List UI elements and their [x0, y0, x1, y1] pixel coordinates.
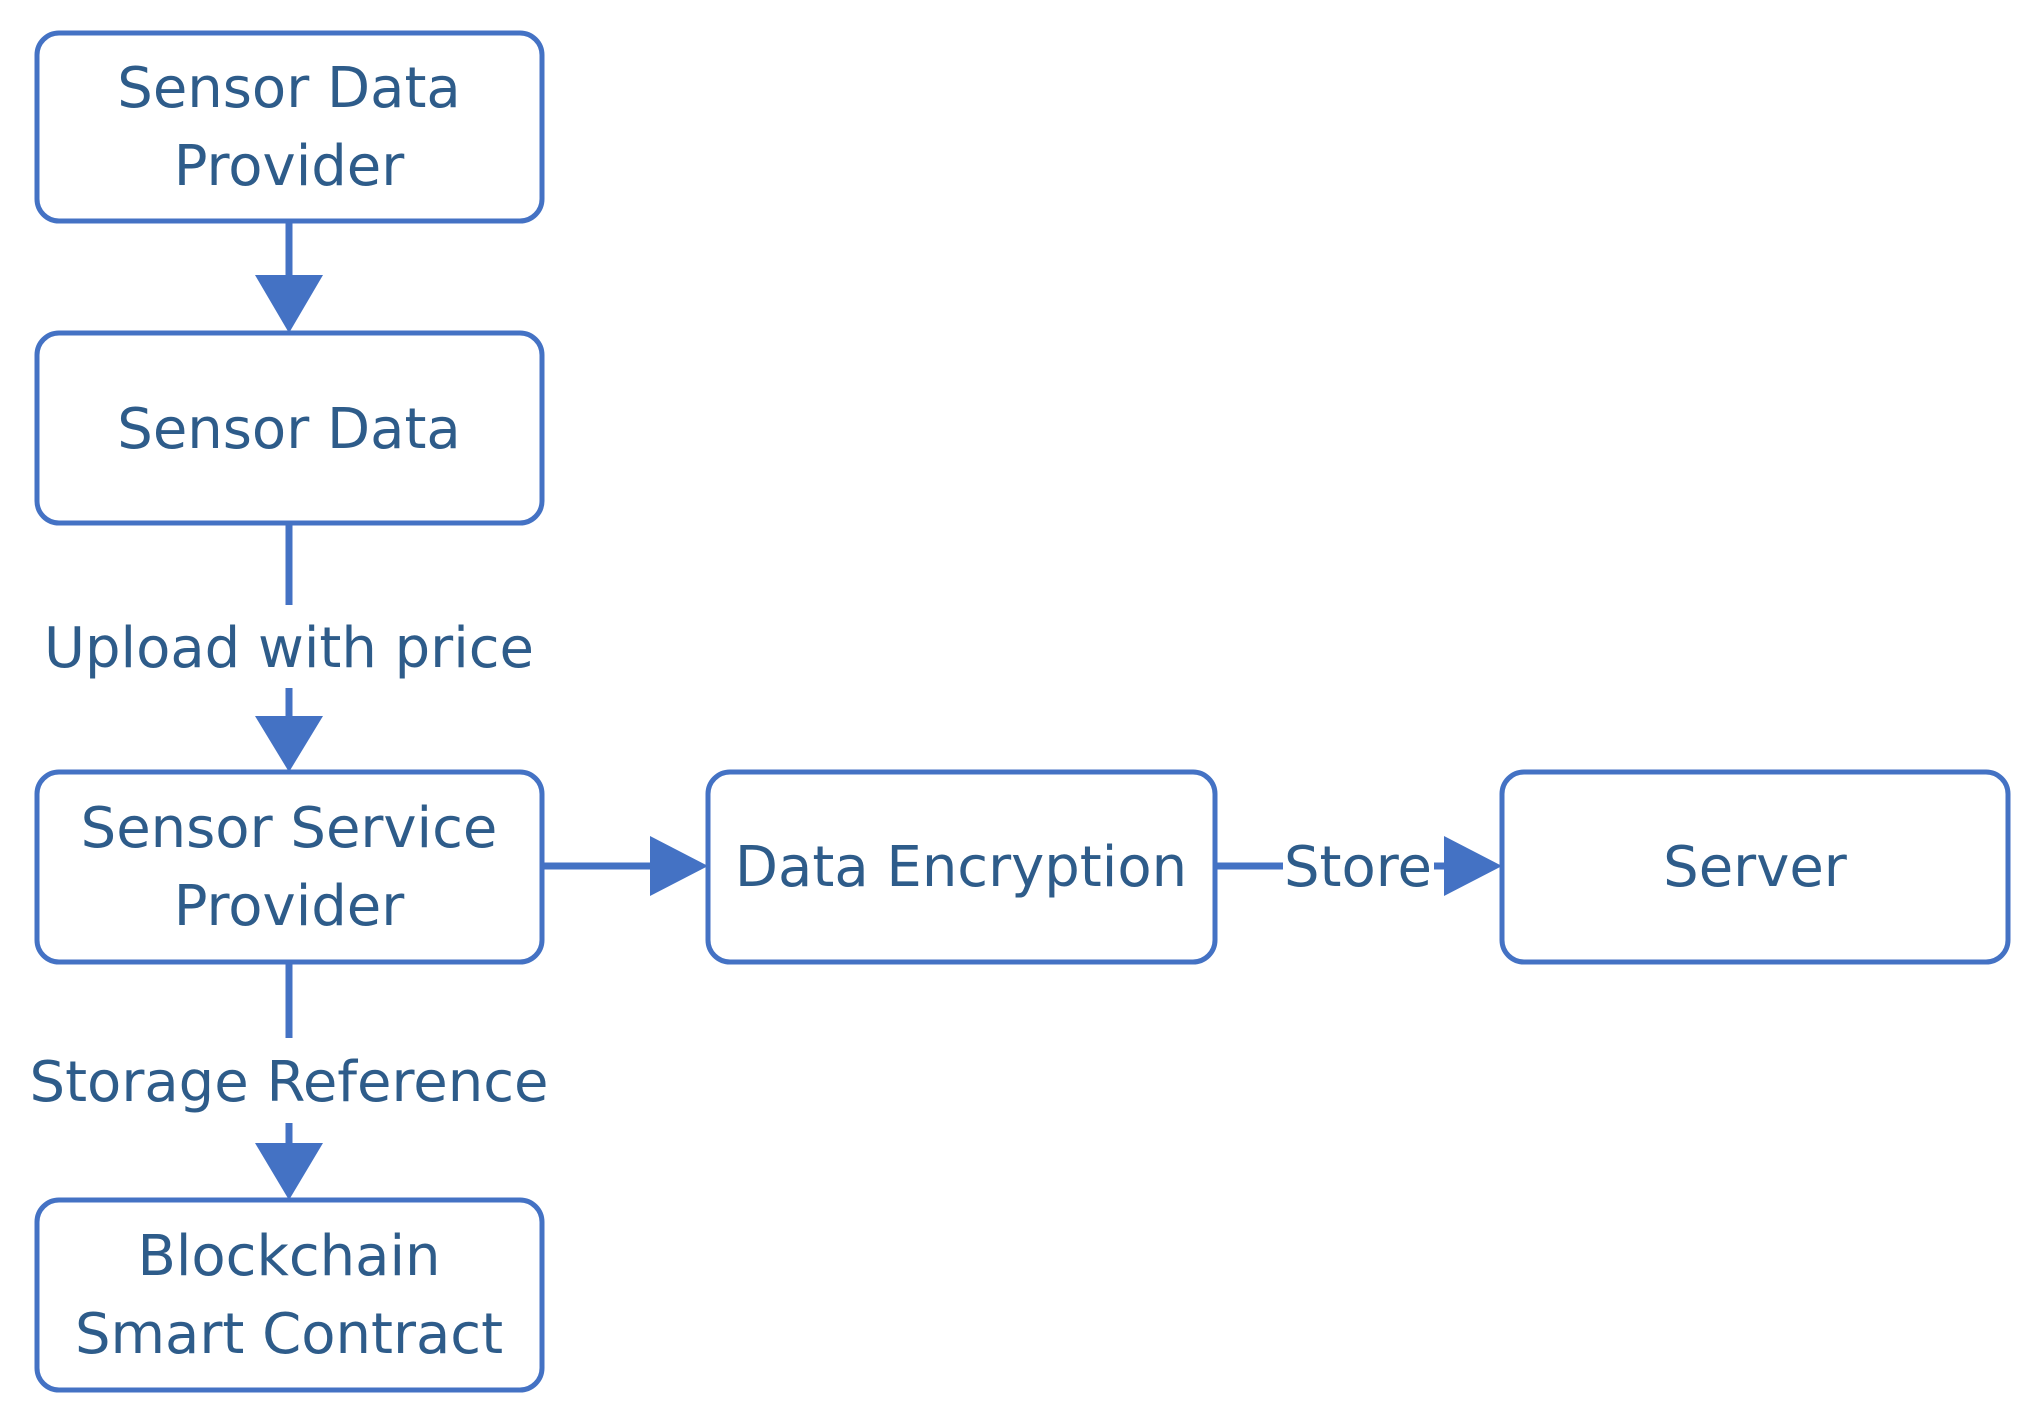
arrowhead-down-icon: [255, 275, 323, 333]
node-label-line-2: Provider: [174, 874, 406, 939]
node-sensor-data: Sensor Data: [34, 330, 545, 526]
node-label-line-2: Smart Contract: [75, 1302, 503, 1367]
arrowhead-right-icon: [650, 836, 708, 896]
arrowhead-down-icon: [255, 1143, 323, 1200]
node-server: Server: [1499, 769, 2011, 965]
node-sensor-service-provider: Sensor Service Provider: [34, 769, 545, 965]
node-sensor-data-provider: Sensor Data Provider: [34, 30, 545, 224]
node-label-line-1: Sensor Service: [81, 796, 498, 861]
edge-provider-to-encryption: [542, 836, 708, 896]
node-label-line-1: Blockchain: [137, 1224, 440, 1289]
node-label-line-1: Sensor Data: [117, 56, 460, 121]
edge-storage-reference: Storage Reference: [30, 962, 549, 1200]
arrowhead-right-icon: [1444, 836, 1502, 896]
edge-label-upload: Upload with price: [44, 616, 534, 681]
edge-label-store: Store: [1284, 835, 1432, 900]
node-label: Data Encryption: [735, 835, 1187, 900]
edge-label-storage-reference: Storage Reference: [30, 1050, 549, 1115]
node-label-line-2: Provider: [174, 134, 406, 199]
edge-store: Store: [1215, 835, 1502, 900]
edge-provider-to-sensor-data: [255, 221, 323, 333]
node-blockchain-smart-contract: Blockchain Smart Contract: [34, 1197, 545, 1393]
node-label: Server: [1663, 835, 1848, 900]
arrowhead-down-icon: [255, 716, 323, 772]
edge-upload-with-price: Upload with price: [44, 523, 534, 772]
node-data-encryption: Data Encryption: [705, 769, 1218, 965]
node-label: Sensor Data: [117, 397, 460, 462]
